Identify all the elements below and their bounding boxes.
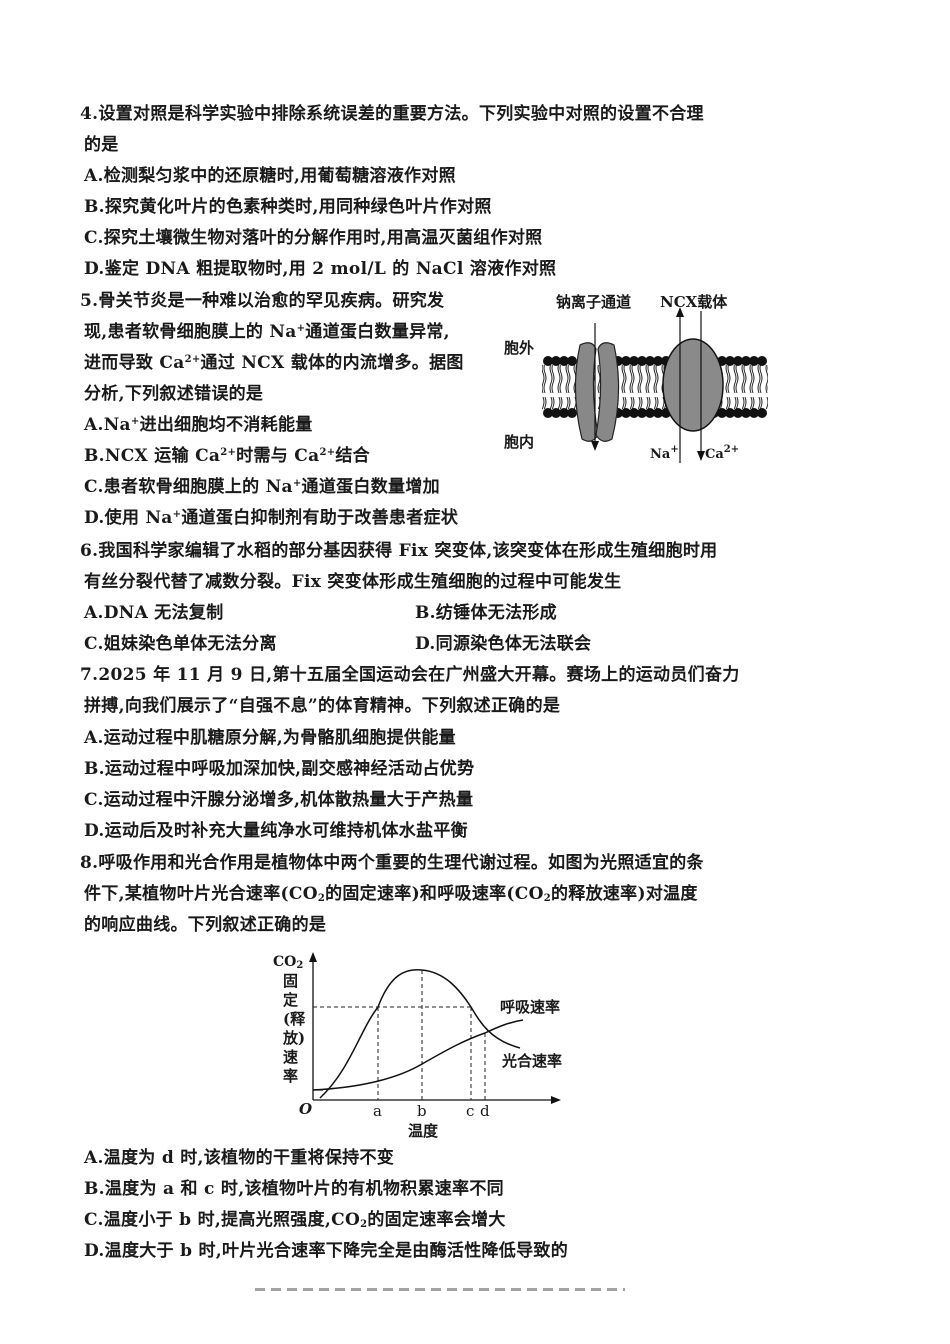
q5-stem-line3: 进而导致 Ca2+通过 NCX 载体的内流增多。据图	[84, 352, 464, 374]
q8-option-d: D.温度大于 b 时,叶片光合速率下降完全是由酶活性降低导致的	[84, 1241, 568, 1261]
q5-text: 时需与 Ca	[236, 446, 320, 466]
ion-text: Na	[650, 447, 671, 462]
superscript: 2+	[723, 444, 740, 455]
q5-text: B.NCX 运输 Ca	[84, 446, 221, 466]
q5-option-d: D.使用 Na+通道蛋白抑制剂有助于改善患者症状	[84, 507, 458, 529]
q4-stem-line2: 的是	[84, 135, 119, 155]
q8-stem-line1: 8.呼吸作用和光合作用是植物体中两个重要的生理代谢过程。如图为光照适宜的条	[80, 853, 704, 873]
q4-option-c: C.探究土壤微生物对落叶的分解作用时,用高温灭菌组作对照	[84, 228, 543, 248]
q5-text: 进出细胞均不消耗能量	[139, 415, 313, 435]
superscript: 2+	[184, 354, 201, 365]
q5-option-a: A.Na+进出细胞均不消耗能量	[84, 414, 313, 436]
y-axis-label: 固定(释放)速率	[283, 972, 306, 1085]
q6-option-c: C.姐妹染色单体无法分离	[84, 634, 277, 654]
q5-stem-line2: 现,患者软骨细胞膜上的 Na+通道蛋白数量异常,	[84, 321, 450, 343]
legend-respiration: 呼吸速率	[500, 998, 561, 1016]
x-tick-c: c	[466, 1102, 475, 1120]
q4-option-d: D.鉴定 DNA 粗提取物时,用 2 mol/L 的 NaCl 溶液作对照	[84, 259, 557, 279]
page-footer-clipped	[255, 1284, 625, 1292]
q8-option-b: B.温度为 a 和 c 时,该植物叶片的有机物积累速率不同	[84, 1179, 504, 1199]
label-ca-ion: Ca2+	[705, 444, 740, 463]
q4-stem-line1: 4.设置对照是科学实验中排除系统误差的重要方法。下列实验中对照的设置不合理	[80, 104, 704, 124]
chart-plot	[309, 952, 561, 1104]
q7-option-d: D.运动后及时补充大量纯净水可维持机体水盐平衡	[84, 821, 468, 841]
label-sodium-channel: 钠离子通道	[556, 293, 632, 311]
origin-label: O	[299, 1100, 313, 1118]
q8-text: C.温度小于 b 时,提高光照强度,CO	[84, 1210, 361, 1230]
q5-text: D.使用 Na	[84, 508, 173, 528]
subscript: 2	[317, 893, 326, 904]
superscript: +	[130, 416, 140, 427]
q5-text: A.Na	[84, 415, 131, 435]
q6-option-a: A.DNA 无法复制	[84, 603, 224, 623]
q8-option-a: A.温度为 d 时,该植物的干重将保持不变	[84, 1148, 395, 1168]
ion-text: Ca	[705, 447, 724, 462]
q5-stem-line4: 分析,下列叙述错误的是	[84, 384, 264, 404]
membrane-illustration	[542, 307, 768, 463]
q8-text: 的固定速率会增大	[367, 1210, 506, 1230]
q5-text: 进而导致 Ca	[84, 353, 185, 373]
label-intracellular: 胞内	[504, 433, 535, 451]
membrane-diagram: 钠离子通道 NCX载体 胞外 胞内 Na+ Ca2+	[500, 285, 770, 475]
q5-text: 结合	[335, 446, 370, 466]
q8-text: 件下,某植物叶片光合速率(CO	[84, 884, 318, 904]
y-axis-co2-label: CO2	[273, 954, 304, 971]
q6-option-b: B.纺锤体无法形成	[415, 603, 557, 623]
q8-option-c: C.温度小于 b 时,提高光照强度,CO2的固定速率会增大	[84, 1209, 506, 1231]
q5-stem-line1: 5.骨关节炎是一种难以治愈的罕见疾病。研究发	[80, 291, 445, 311]
q7-stem-line1: 7.2025 年 11 月 9 日,第十五届全国运动会在广州盛大开幕。赛场上的运…	[80, 665, 740, 685]
legend-photosynthesis: 光合速率	[502, 1052, 563, 1070]
footer-text-fragment	[255, 1288, 625, 1291]
x-tick-d: d	[480, 1102, 490, 1120]
q7-stem-line2: 拼搏,向我们展示了“自强不息”的体育精神。下列叙述正确的是	[84, 696, 561, 716]
superscript: 2+	[319, 447, 336, 458]
q7-option-b: B.运动过程中呼吸加深加快,副交感神经活动占优势	[84, 759, 475, 779]
label-na-ion: Na+	[650, 444, 679, 463]
x-axis-label: 温度	[408, 1122, 439, 1140]
superscript: +	[670, 444, 679, 455]
q8-text: 的固定速率)和呼吸速率(CO	[325, 884, 544, 904]
q6-option-d: D.同源染色体无法联会	[415, 634, 592, 654]
q7-option-a: A.运动过程中肌糖原分解,为骨骼肌细胞提供能量	[84, 728, 456, 748]
temperature-rate-chart: CO2 固定(释放)速率 O a b c d 温度 呼吸速率 光合速率	[265, 950, 595, 1140]
q6-stem-line2: 有丝分裂代替了减数分裂。Fix 突变体形成生殖细胞的过程中可能发生	[84, 572, 622, 592]
q4-option-b: B.探究黄化叶片的色素种类时,用同种绿色叶片作对照	[84, 197, 492, 217]
subscript: 2	[296, 960, 304, 971]
q5-text: 通道蛋白数量异常,	[305, 322, 450, 342]
x-tick-a: a	[373, 1102, 382, 1120]
q5-text: 通过 NCX 载体的内流增多。据图	[200, 353, 464, 373]
q5-text: 通道蛋白数量增加	[301, 477, 440, 497]
q4-option-a: A.检测梨匀浆中的还原糖时,用葡萄糖溶液作对照	[84, 166, 456, 186]
label-extracellular: 胞外	[504, 339, 535, 357]
superscript: +	[172, 509, 182, 520]
q5-option-c: C.患者软骨细胞膜上的 Na+通道蛋白数量增加	[84, 476, 440, 498]
q8-stem-line2: 件下,某植物叶片光合速率(CO2的固定速率)和呼吸速率(CO2的释放速率)对温度	[84, 883, 698, 905]
q8-text: 的释放速率)对温度	[550, 884, 698, 904]
q8-stem-line3: 的响应曲线。下列叙述正确的是	[84, 915, 327, 935]
superscript: +	[296, 323, 306, 334]
x-tick-b: b	[417, 1102, 427, 1120]
q5-option-b: B.NCX 运输 Ca2+时需与 Ca2+结合	[84, 445, 370, 467]
superscript: +	[292, 478, 302, 489]
subscript: 2	[360, 1219, 368, 1230]
q6-stem-line1: 6.我国科学家编辑了水稻的部分基因获得 Fix 突变体,该突变体在形成生殖细胞时…	[80, 541, 718, 561]
q5-text: C.患者软骨细胞膜上的 Na	[84, 477, 293, 497]
subscript: 2	[543, 893, 551, 904]
q7-option-c: C.运动过程中汗腺分泌增多,机体散热量大于产热量	[84, 790, 474, 810]
label-ncx-carrier: NCX载体	[660, 293, 728, 311]
superscript: 2+	[220, 447, 237, 458]
q5-text: 现,患者软骨细胞膜上的 Na	[84, 322, 297, 342]
q5-text: 通道蛋白抑制剂有助于改善患者症状	[181, 508, 459, 528]
